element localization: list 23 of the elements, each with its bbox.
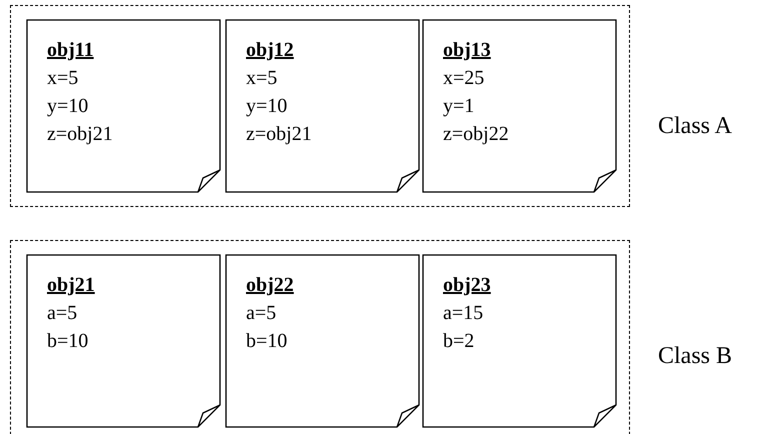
object-name: obj13	[443, 38, 491, 63]
object-name: obj21	[47, 273, 95, 298]
attribute-text: y=10	[246, 94, 288, 119]
attribute-text: a=5	[246, 301, 276, 326]
attribute-text: x=5	[47, 66, 78, 91]
attribute-text: z=obj21	[246, 122, 312, 147]
attribute-text: z=obj22	[443, 122, 509, 147]
attribute-text: a=5	[47, 301, 78, 326]
attribute-text: z=obj21	[47, 122, 113, 147]
object-name: obj23	[443, 273, 491, 298]
attribute-text: x=25	[443, 66, 484, 91]
attribute-text: b=10	[246, 329, 288, 354]
group-label: Class A	[658, 112, 732, 140]
object-name: obj11	[47, 38, 94, 63]
attribute-text: b=10	[47, 329, 88, 354]
attribute-text: b=2	[443, 329, 474, 354]
attribute-text: x=5	[246, 66, 278, 91]
attribute-text: a=15	[443, 301, 484, 326]
group-label: Class B	[658, 342, 732, 370]
attribute-text: y=10	[47, 94, 88, 119]
object-name: obj22	[246, 273, 294, 298]
attribute-text: y=1	[443, 94, 474, 119]
object-name: obj12	[246, 38, 294, 63]
